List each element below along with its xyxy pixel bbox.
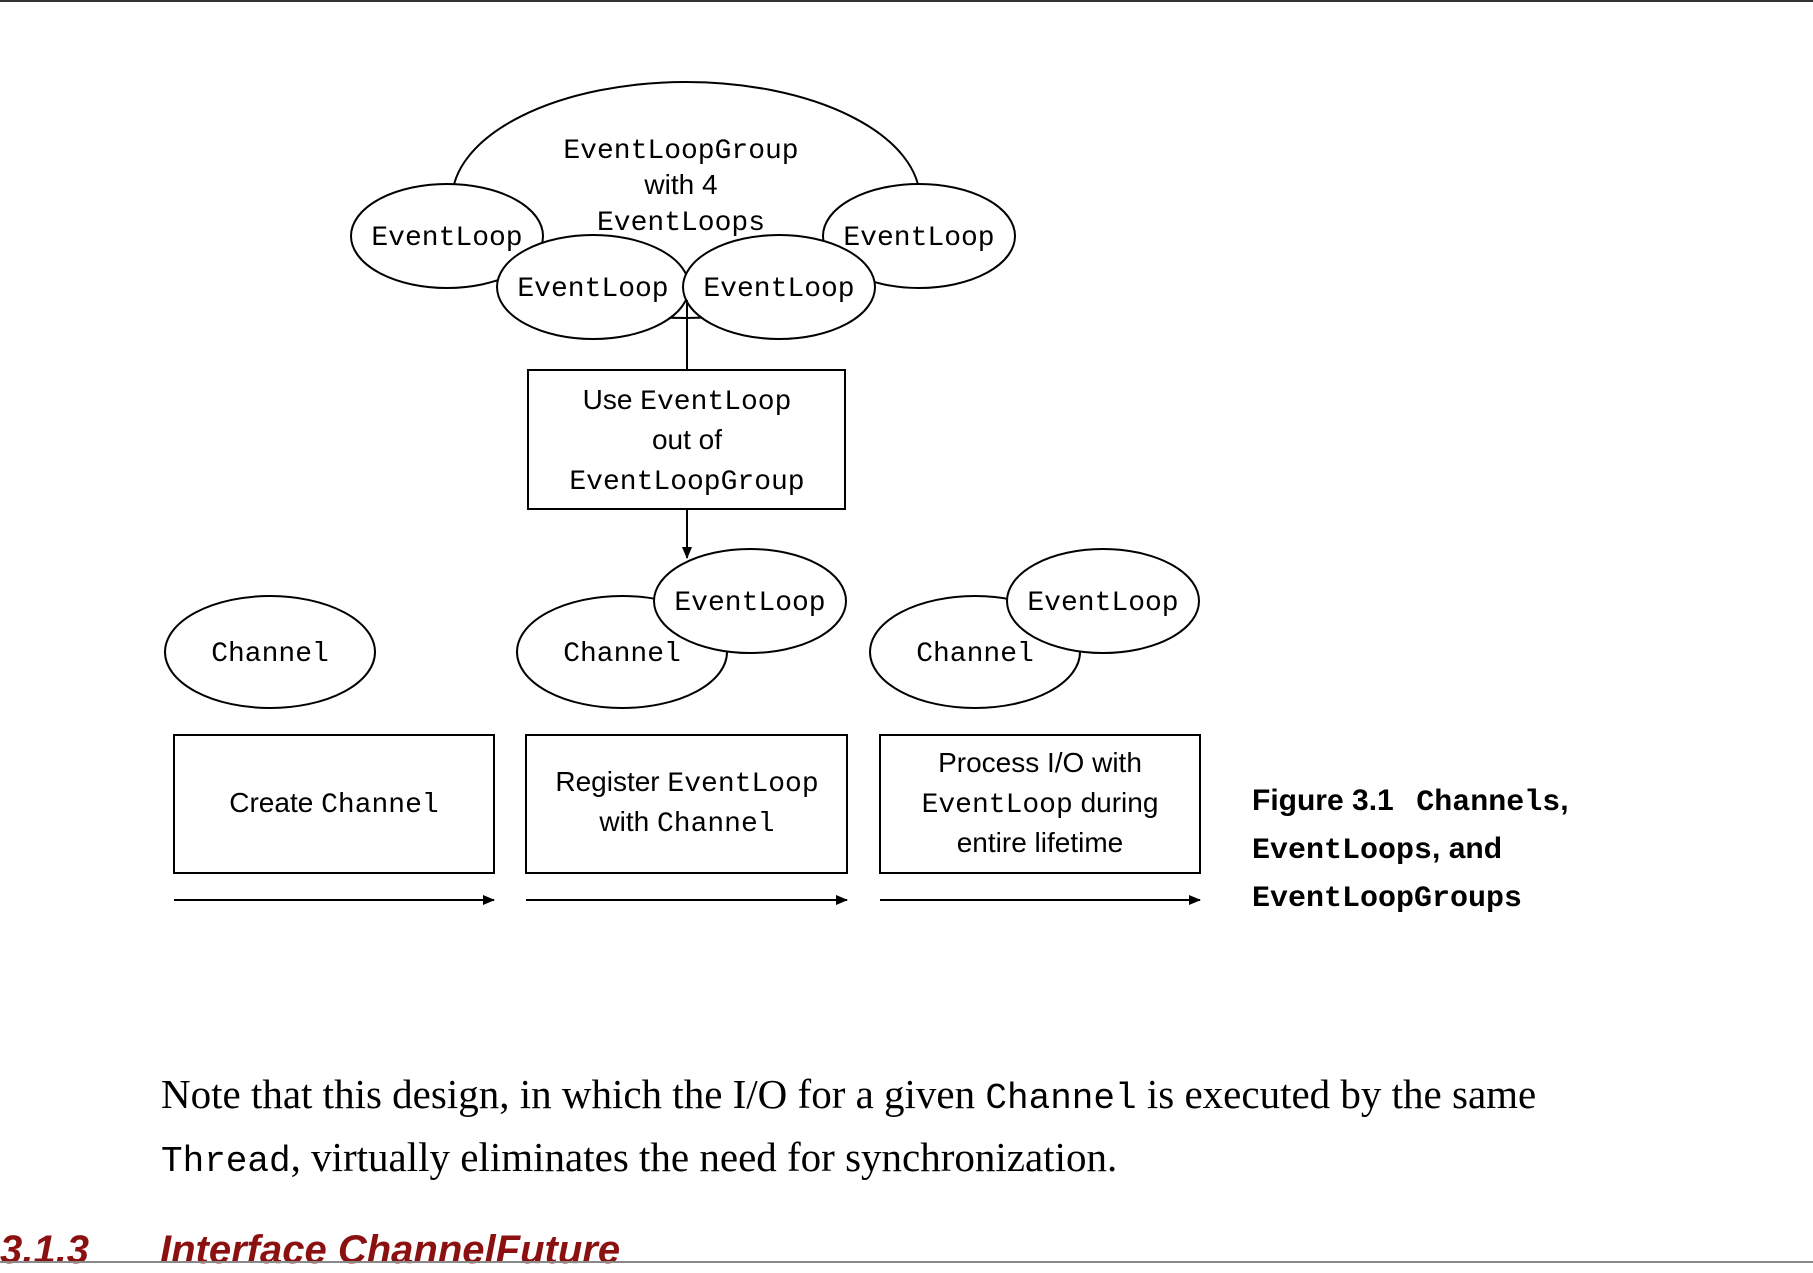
attached-eventloop-label-2: EventLoop xyxy=(1027,588,1178,619)
step-register-line2: with Channel xyxy=(598,806,774,840)
step-box-process xyxy=(879,734,1201,874)
caption-term-3: EventLoopGroups xyxy=(1252,882,1523,916)
use-box-line1: Use EventLoop xyxy=(583,384,792,418)
step-box-register xyxy=(525,734,848,874)
attached-eventloop-ellipse-2 xyxy=(1006,548,1200,654)
step-process-line1: Process I/O with xyxy=(938,747,1142,778)
eventloop-label-midleft: EventLoop xyxy=(517,274,668,305)
use-box-line3: EventLoopGroup xyxy=(569,467,804,498)
code-channel: Channel xyxy=(985,1078,1137,1119)
use-box-line2: out of xyxy=(652,424,722,455)
step-create-label: Create Channel xyxy=(229,787,438,821)
eventloop-label-right: EventLoop xyxy=(843,223,994,254)
figure-caption: Figure 3.1 Channels, EventLoops, and Eve… xyxy=(1252,778,1672,922)
channel-label-2: Channel xyxy=(563,639,681,670)
step-process-line3: entire lifetime xyxy=(957,827,1124,858)
caption-term-2: EventLoops xyxy=(1252,834,1433,868)
paragraph-line1: Note that this design, in which the I/O … xyxy=(161,1071,1537,1119)
top-rule xyxy=(0,0,1813,2)
group-label-line2: with 4 xyxy=(643,169,717,200)
caption-term-1: Channels xyxy=(1416,786,1561,820)
caption-label: Figure 3.1 xyxy=(1252,784,1394,817)
eventloop-ellipse-right xyxy=(822,183,1016,289)
eventloop-ellipse-midright xyxy=(682,234,876,340)
eventloop-label-midright: EventLoop xyxy=(703,274,854,305)
caption-line2: EventLoops, and xyxy=(1252,832,1503,868)
attached-eventloop-ellipse-1 xyxy=(653,548,847,654)
eventloop-label-left: EventLoop xyxy=(371,223,522,254)
code-thread: Thread xyxy=(161,1141,291,1182)
group-label-line3: EventLoops xyxy=(597,208,765,239)
section-title: Interface ChannelFuture xyxy=(160,1228,621,1272)
step-box-create xyxy=(173,734,495,874)
section-number: 3.1.3 xyxy=(0,1228,89,1272)
step-register-line1: Register EventLoop xyxy=(555,766,818,800)
eventloop-ellipse-left xyxy=(350,183,544,289)
section-heading: 3.1.3 Interface ChannelFuture xyxy=(0,1228,620,1273)
use-eventloop-box xyxy=(527,369,846,510)
bottom-rule xyxy=(0,1261,1813,1263)
channel-label-1: Channel xyxy=(211,639,329,670)
caption-line1: Figure 3.1 Channels, xyxy=(1252,784,1569,820)
caption-line3: EventLoopGroups xyxy=(1252,874,1672,922)
step-process-line2: EventLoop during xyxy=(922,787,1159,821)
attached-eventloop-label-1: EventLoop xyxy=(674,588,825,619)
body-paragraph: Note that this design, in which the I/O … xyxy=(161,1065,1813,1191)
channel-label-3: Channel xyxy=(916,639,1034,670)
paragraph-line2: Thread, virtually eliminates the need fo… xyxy=(161,1134,1118,1182)
group-label-line1: EventLoopGroup xyxy=(563,136,798,167)
channel-ellipse-1 xyxy=(164,595,376,709)
